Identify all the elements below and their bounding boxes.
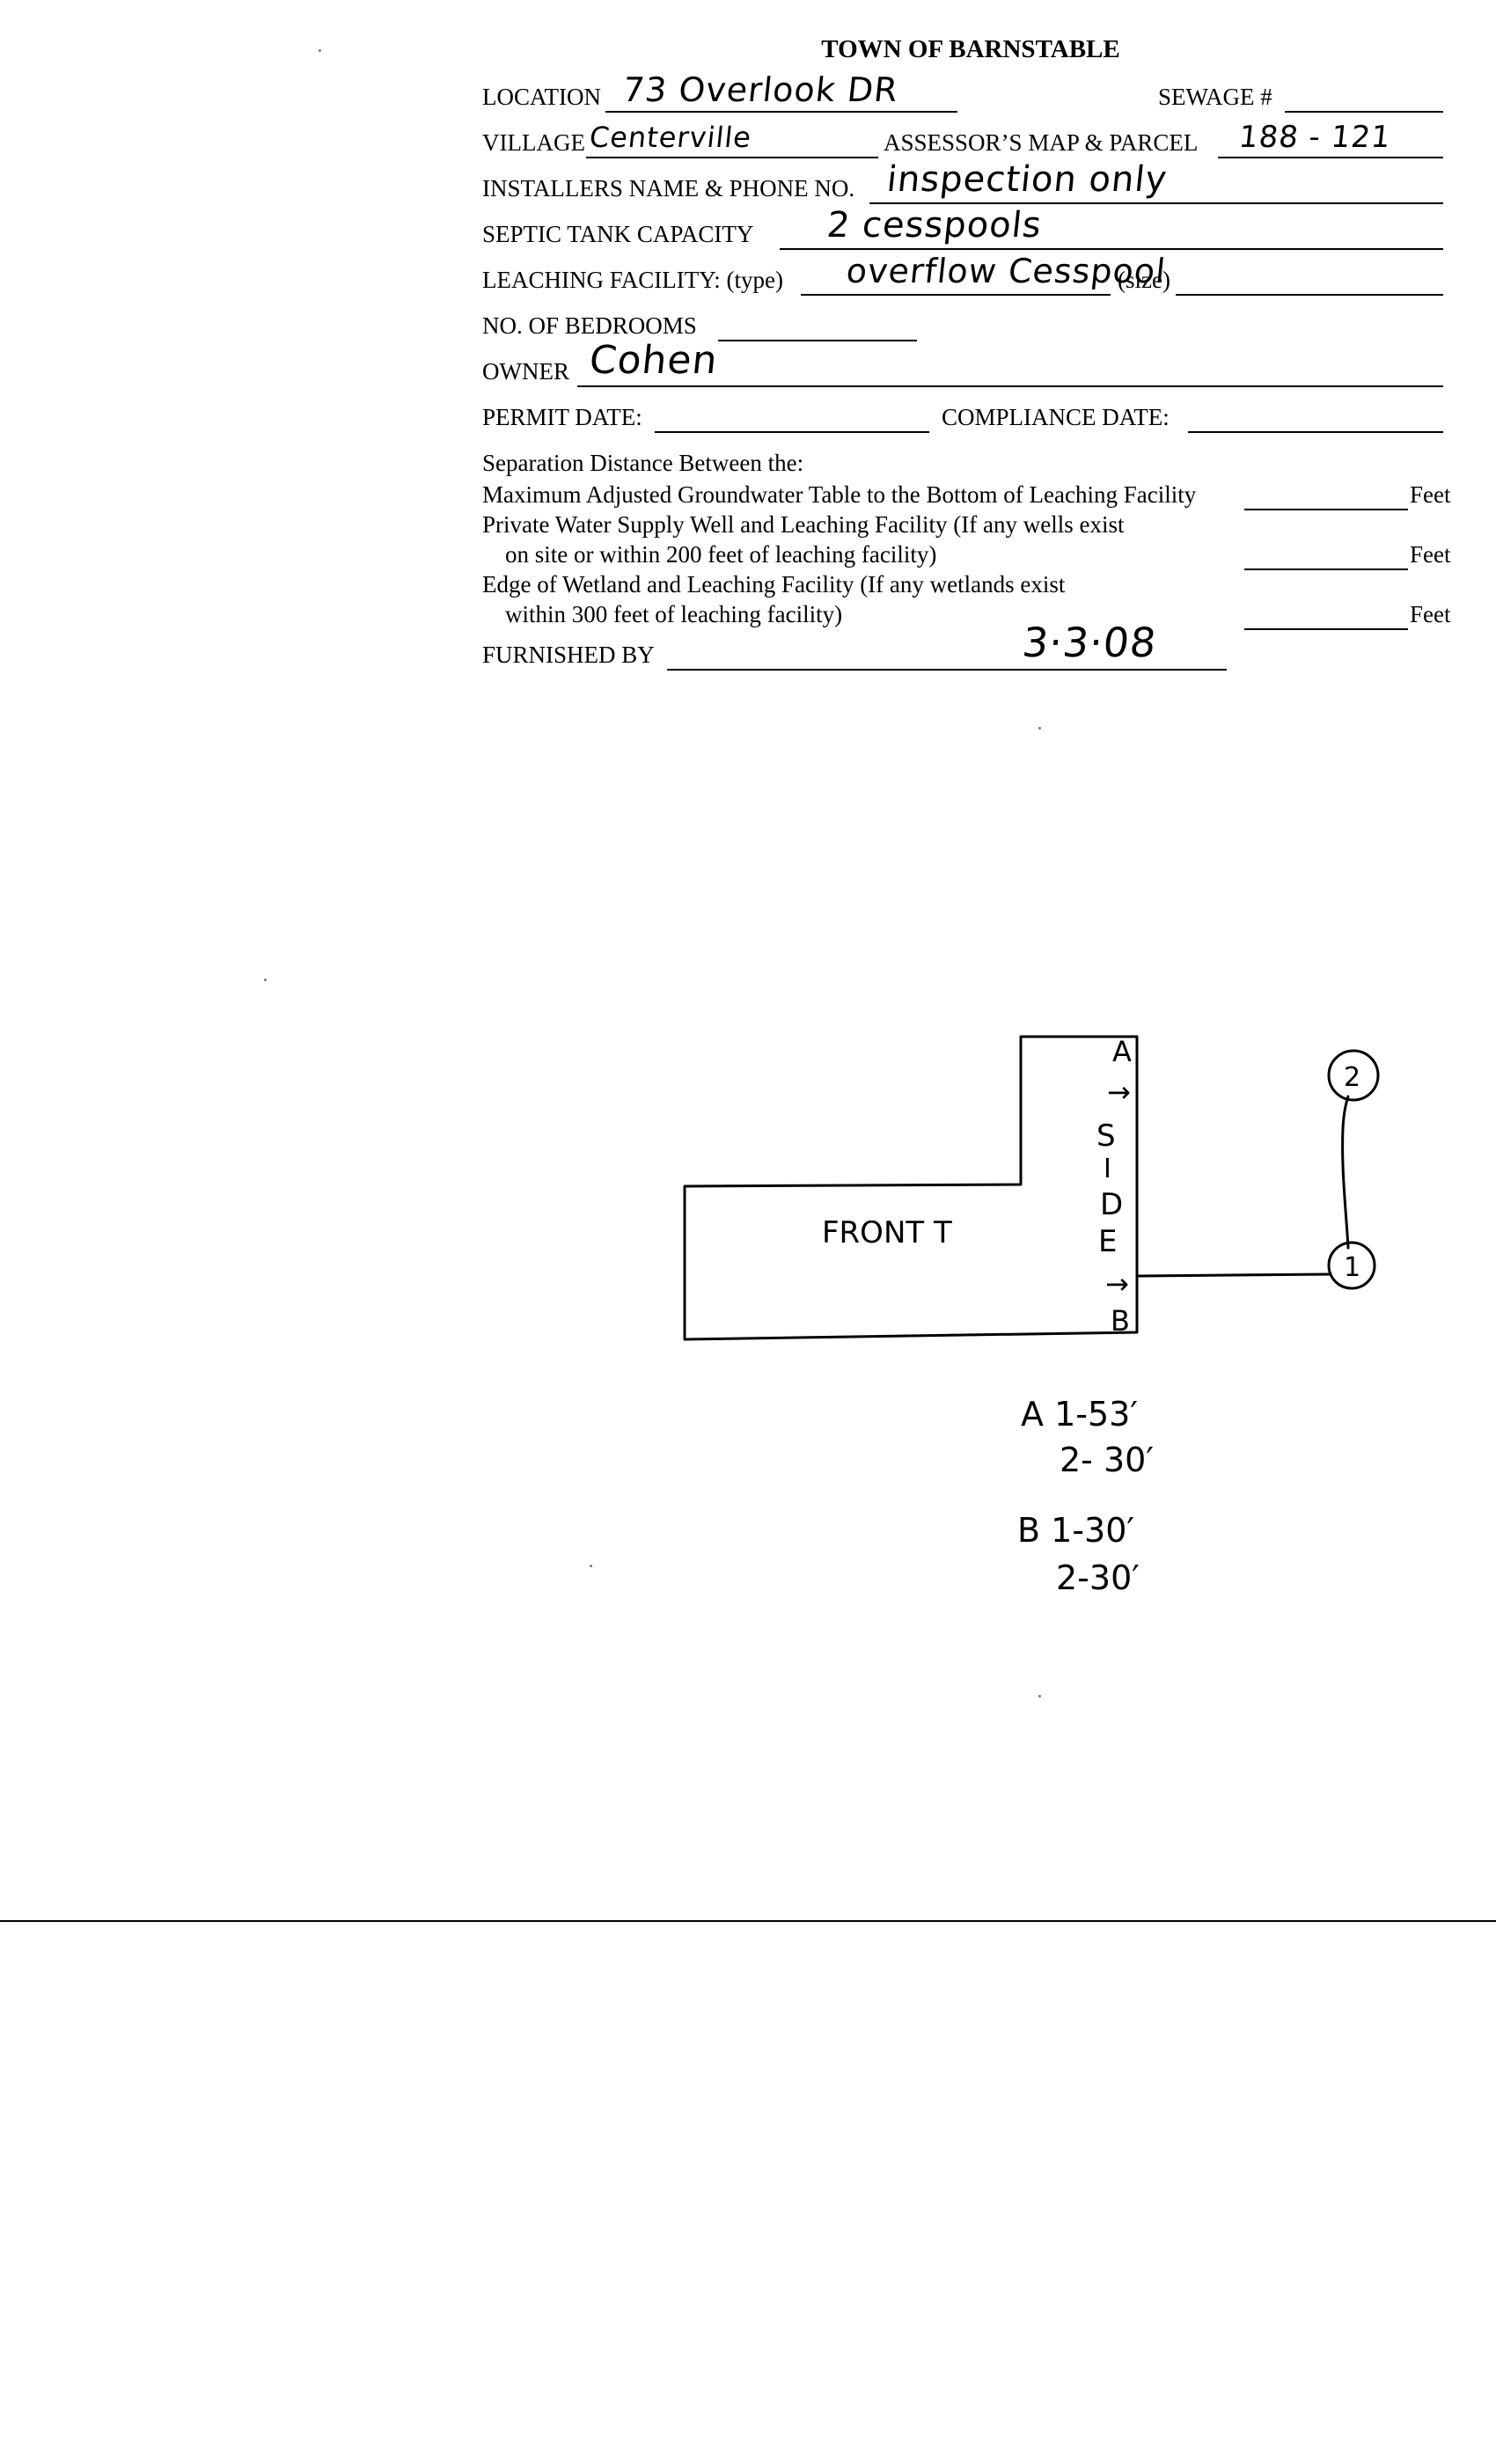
- front-label: FRONT T: [822, 1215, 952, 1250]
- sep3-feet: Feet: [1410, 601, 1451, 627]
- scan-speck: [264, 979, 267, 981]
- septic-field: [780, 216, 1443, 250]
- cesspool-1-label: 1: [1344, 1252, 1360, 1283]
- measure-a2: 2- 30′: [1060, 1441, 1154, 1479]
- location-field: [605, 79, 957, 113]
- bedrooms-field: [718, 308, 917, 341]
- installer-label: INSTALLERS NAME & PHONE NO.: [482, 175, 855, 202]
- permit-field: [655, 400, 929, 433]
- side-arrow-top: →: [1107, 1075, 1131, 1109]
- size-label: (size): [1118, 267, 1170, 293]
- cesspool-1: [1327, 1241, 1376, 1290]
- sep3-label-line1: Edge of Wetland and Leaching Facility (I…: [482, 571, 1066, 598]
- side-arrow-bottom: →: [1105, 1267, 1129, 1301]
- furnished-label: FURNISHED BY: [482, 642, 655, 668]
- sep1-label: Maximum Adjusted Groundwater Table to th…: [482, 481, 1197, 508]
- measure-b1: B 1-30′: [1017, 1511, 1134, 1550]
- permit-label: PERMIT DATE:: [482, 404, 642, 430]
- owner-label: OWNER: [482, 358, 569, 385]
- pipe-house-to-pool-1: [1137, 1272, 1332, 1278]
- village-label: VILLAGE: [482, 129, 585, 156]
- form-title: TOWN OF BARNSTABLE: [821, 35, 1120, 63]
- installer-field: [869, 171, 1443, 204]
- village-field: [586, 125, 878, 158]
- scan-speck: [319, 49, 321, 52]
- pipe-pool-1-to-pool-2: [1341, 1095, 1350, 1250]
- separation-heading: Separation Distance Between the:: [482, 450, 804, 476]
- side-letter-e: E: [1098, 1224, 1117, 1259]
- compliance-label: COMPLIANCE DATE:: [942, 404, 1170, 430]
- bedrooms-label: NO. OF BEDROOMS: [482, 312, 697, 339]
- furnished-field: [667, 637, 1227, 671]
- measure-b2: 2-30′: [1056, 1558, 1140, 1597]
- sep1-feet: Feet: [1410, 481, 1451, 508]
- side-letter-d: D: [1100, 1187, 1123, 1222]
- sep1-field: [1244, 477, 1408, 510]
- assessor-field: [1218, 125, 1443, 158]
- side-letter-s: S: [1096, 1118, 1116, 1154]
- sep2-label-line1: Private Water Supply Well and Leaching F…: [482, 511, 1125, 538]
- sep2-field: [1244, 537, 1408, 570]
- measure-a1: A 1-53′: [1021, 1395, 1138, 1434]
- sep2-label-line2: on site or within 200 feet of leaching f…: [505, 541, 937, 568]
- sep2-feet: Feet: [1410, 541, 1451, 568]
- scan-speck: [1038, 727, 1041, 730]
- scan-speck: [590, 1565, 592, 1567]
- side-letter-i: I: [1104, 1154, 1111, 1184]
- page-bottom-rule: [0, 1920, 1496, 1922]
- corner-a-label: A: [1112, 1035, 1132, 1068]
- sewage-field: [1285, 79, 1443, 113]
- sep3-label-line2: within 300 feet of leaching facility): [505, 601, 843, 627]
- septic-label: SEPTIC TANK CAPACITY: [482, 221, 754, 247]
- assessor-label: ASSESSOR’S MAP & PARCEL: [884, 129, 1199, 156]
- house-outline: [683, 1035, 1139, 1341]
- location-label: LOCATION: [482, 84, 601, 110]
- sep3-field: [1244, 597, 1408, 630]
- leaching-label: LEACHING FACILITY: (type): [482, 267, 783, 293]
- cesspool-2-label: 2: [1344, 1062, 1360, 1093]
- size-field: [1176, 262, 1443, 296]
- sewage-label: SEWAGE #: [1158, 84, 1272, 110]
- leaching-type-field: [801, 262, 1111, 296]
- corner-b-label: B: [1111, 1304, 1130, 1338]
- cesspool-2: [1327, 1049, 1380, 1102]
- compliance-field: [1188, 400, 1443, 433]
- owner-field: [577, 354, 1443, 387]
- scan-speck: [1038, 1695, 1041, 1698]
